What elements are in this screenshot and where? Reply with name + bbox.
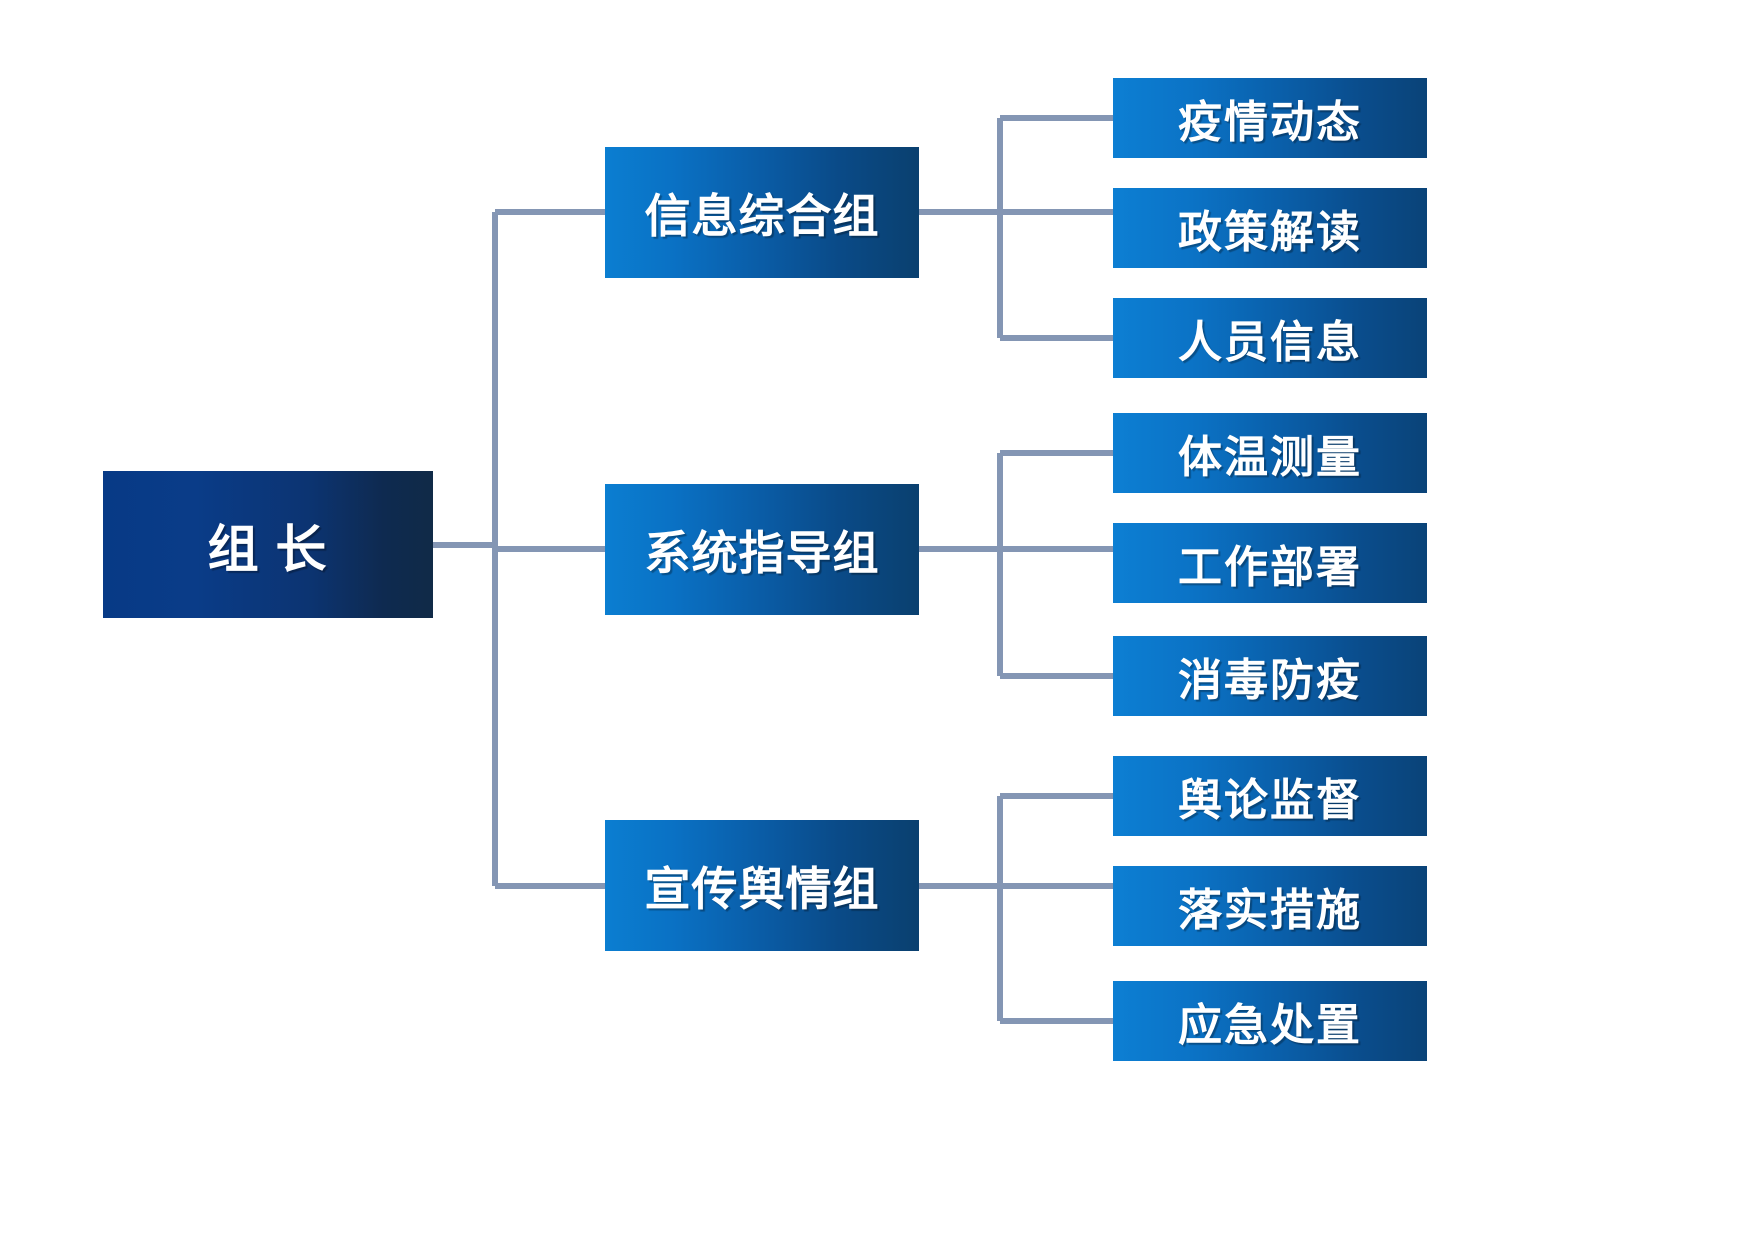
node-branch-1[interactable]: 信息综合组 — [605, 147, 919, 278]
node-leaf-1-3-label: 人员信息 — [1178, 318, 1362, 367]
node-root[interactable]: 组 长 — [103, 471, 433, 618]
node-leaf-2-1[interactable]: 体温测量 — [1113, 413, 1427, 493]
node-leaf-3-2-label: 落实措施 — [1178, 886, 1362, 935]
node-leaf-3-1[interactable]: 舆论监督 — [1113, 756, 1427, 836]
node-leaf-3-1-label: 舆论监督 — [1178, 776, 1362, 825]
node-branch-2[interactable]: 系统指导组 — [605, 484, 919, 615]
node-branch-1-label: 信息综合组 — [644, 190, 880, 242]
node-leaf-2-3[interactable]: 消毒防疫 — [1113, 636, 1427, 716]
node-leaf-2-2-label: 工作部署 — [1178, 543, 1362, 592]
node-leaf-3-2[interactable]: 落实措施 — [1113, 866, 1427, 946]
node-leaf-3-3-label: 应急处置 — [1178, 1001, 1362, 1050]
node-leaf-2-2[interactable]: 工作部署 — [1113, 523, 1427, 603]
node-branch-3[interactable]: 宣传舆情组 — [605, 820, 919, 951]
node-leaf-1-1-label: 疫情动态 — [1178, 98, 1362, 147]
node-leaf-2-1-label: 体温测量 — [1178, 433, 1362, 482]
node-leaf-2-3-label: 消毒防疫 — [1178, 656, 1362, 705]
node-root-label: 组 长 — [207, 522, 329, 579]
node-leaf-1-3[interactable]: 人员信息 — [1113, 298, 1427, 378]
node-leaf-1-2-label: 政策解读 — [1178, 208, 1362, 257]
node-branch-3-label: 宣传舆情组 — [644, 863, 880, 915]
node-branch-2-label: 系统指导组 — [644, 527, 880, 579]
node-leaf-1-1[interactable]: 疫情动态 — [1113, 78, 1427, 158]
node-leaf-1-2[interactable]: 政策解读 — [1113, 188, 1427, 268]
node-leaf-3-3[interactable]: 应急处置 — [1113, 981, 1427, 1061]
